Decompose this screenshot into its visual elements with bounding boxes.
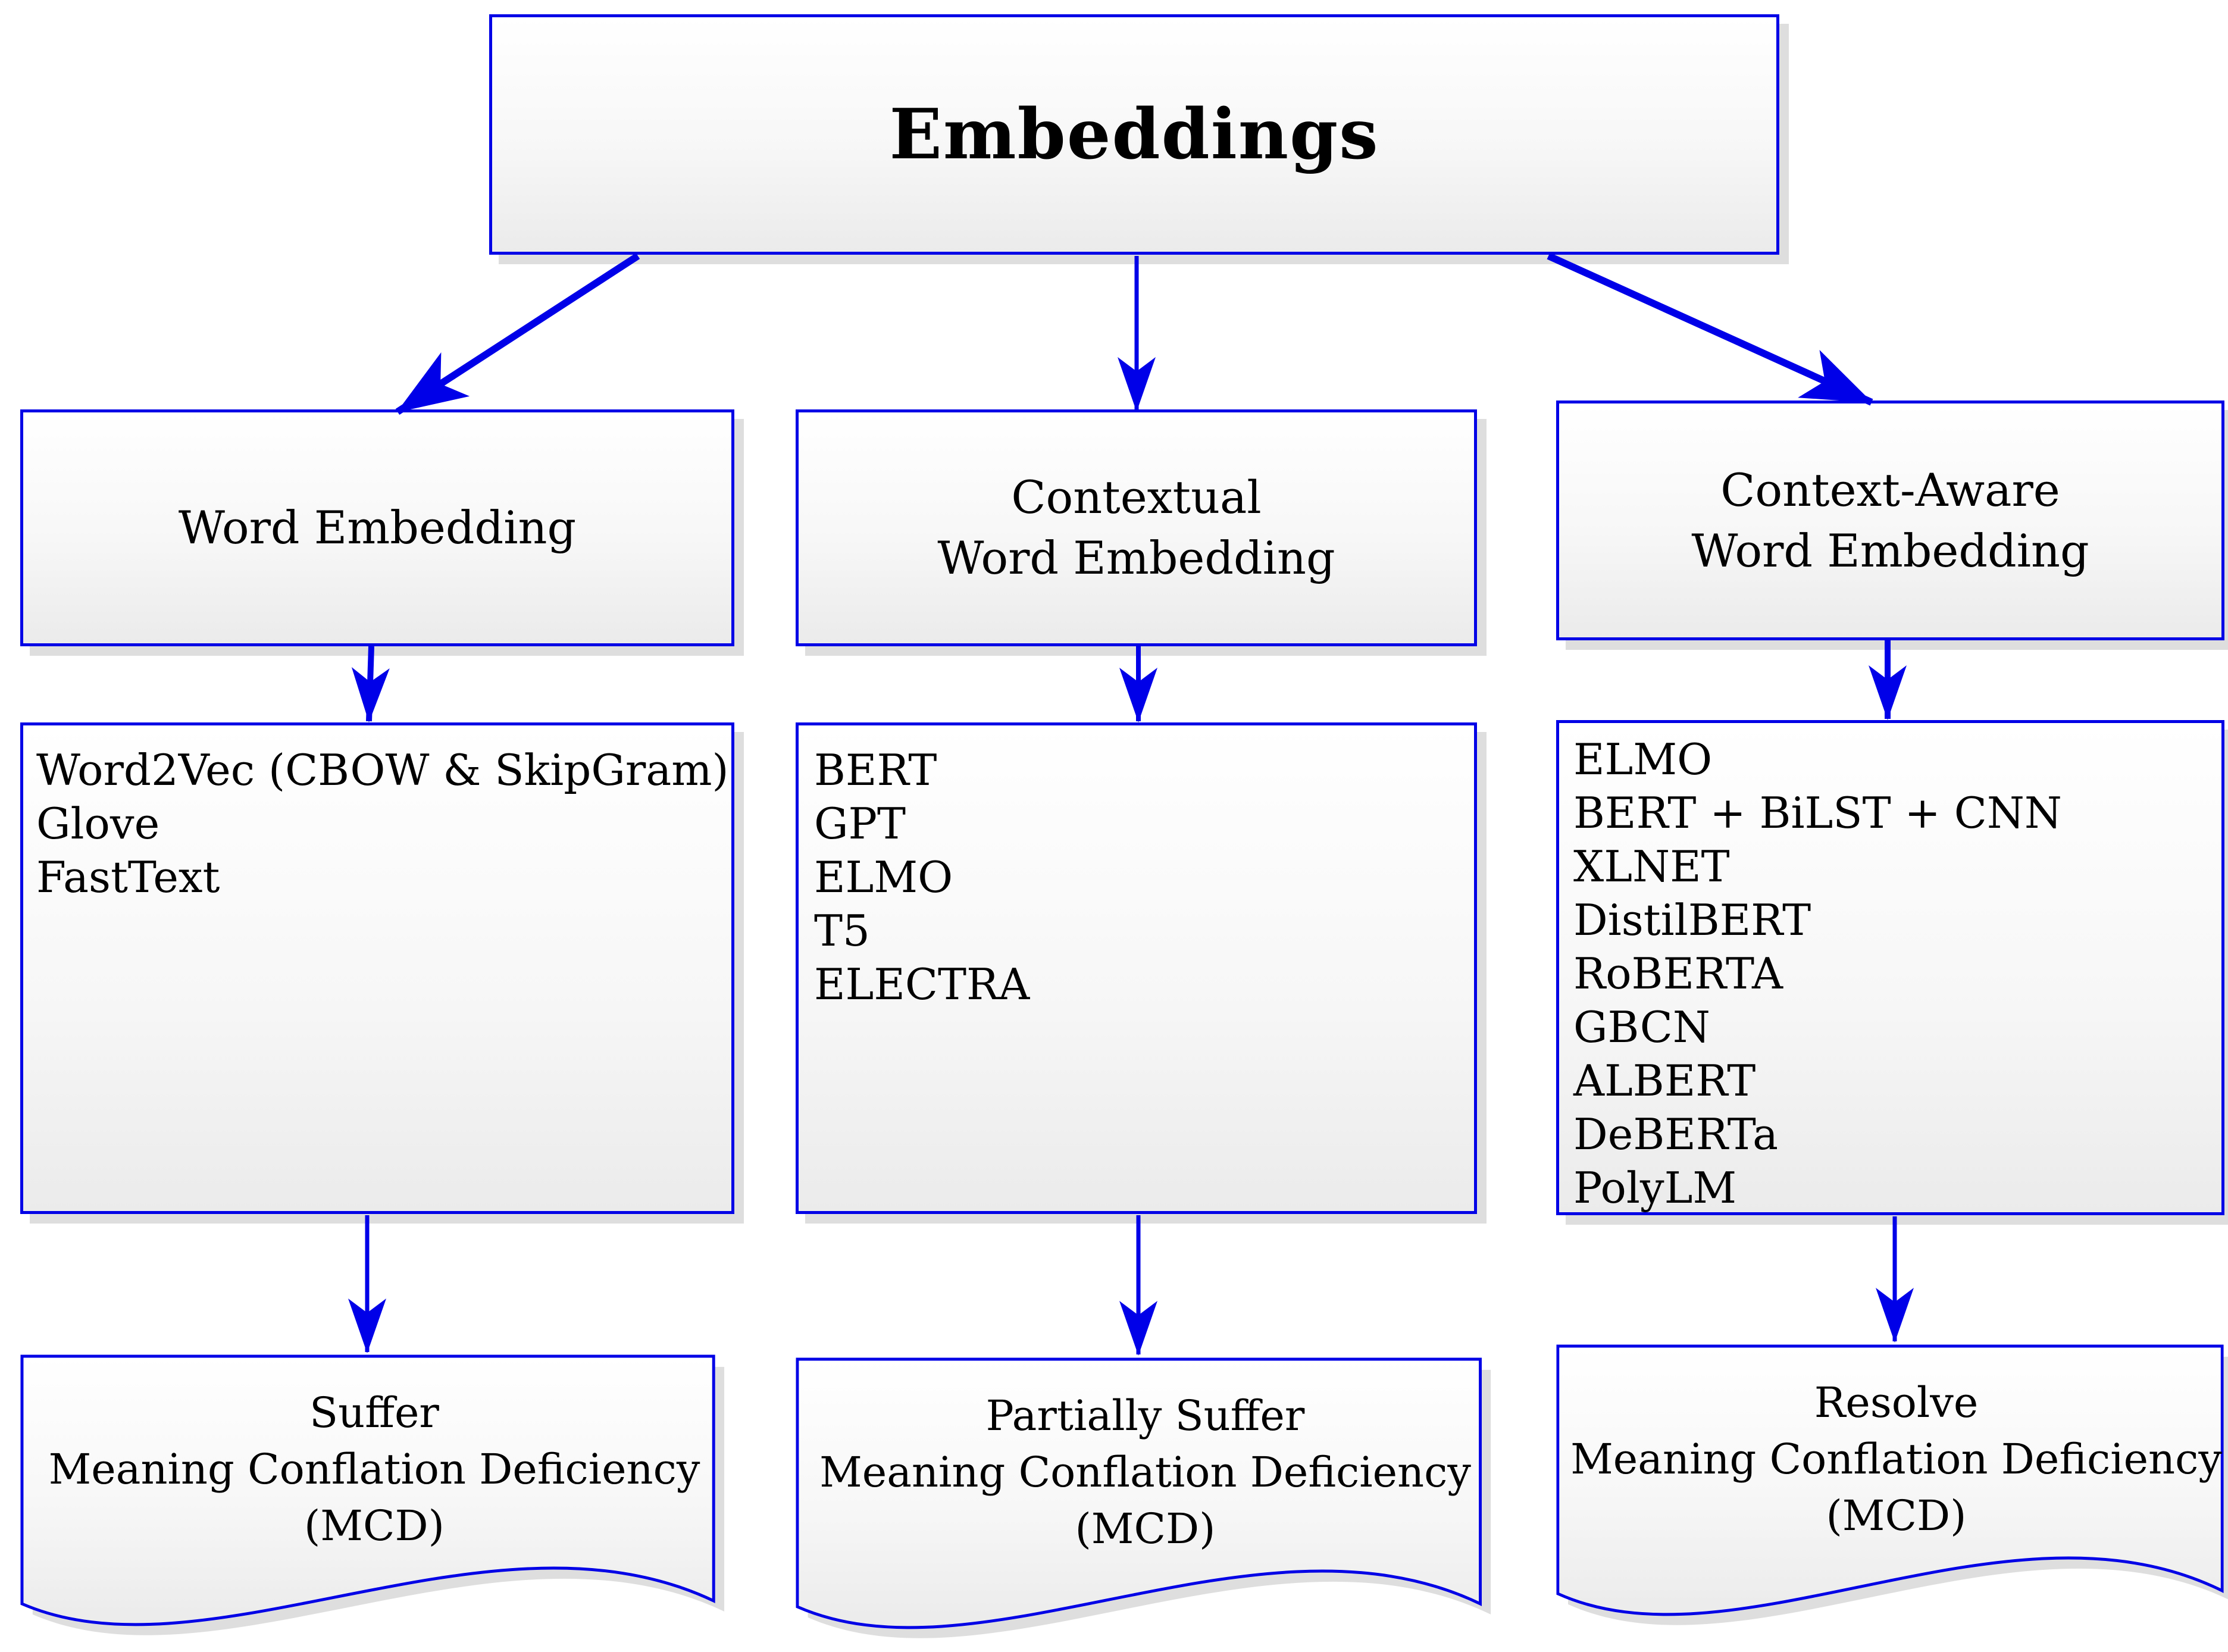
method-item: GBCN <box>1573 1002 1710 1052</box>
outcome-line: (MCD) <box>1826 1491 1967 1540</box>
node-resolve-mcd: Resolve Meaning Conflation Deficiency (M… <box>1556 1344 2228 1652</box>
node-word-embedding-label: Word Embedding <box>179 498 576 558</box>
method-item: ELECTRA <box>814 959 1030 1009</box>
outcome-line: Suffer <box>309 1388 439 1437</box>
node-contextual-word-embedding: Contextual Word Embedding <box>796 409 1477 646</box>
outcome-line: (MCD) <box>304 1501 445 1550</box>
outcome-label: Resolve Meaning Conflation Deficiency (M… <box>1556 1375 2228 1544</box>
category-line: Word Embedding <box>178 501 577 554</box>
method-item: RoBERTA <box>1573 949 1783 999</box>
method-item: ALBERT <box>1573 1056 1756 1106</box>
category-line: Word Embedding <box>1691 524 2089 577</box>
arrow-word-embedding-to-methods <box>351 646 390 722</box>
outcome-label: Suffer Meaning Conflation Deficiency (MC… <box>20 1385 728 1554</box>
arrow-root-to-context-aware <box>1547 252 1873 406</box>
method-item: DeBERTa <box>1573 1109 1779 1159</box>
method-item: XLNET <box>1573 841 1730 891</box>
arrow-root-to-word-embedding <box>395 252 640 415</box>
method-item: BERT + BiLST + CNN <box>1573 788 2062 838</box>
node-word-embedding: Word Embedding <box>20 409 734 646</box>
node-embeddings-root: Embeddings <box>489 14 1779 255</box>
category-line: Contextual <box>1011 471 1262 524</box>
method-item: Glove <box>36 799 160 849</box>
document-shape <box>20 1354 725 1635</box>
node-contextual-methods: BERT GPT ELMO T5 ELECTRA <box>796 722 1477 1214</box>
method-item: Word2Vec (CBOW & SkipGram) <box>36 745 729 795</box>
method-item: T5 <box>814 906 870 956</box>
node-suffer-mcd: Suffer Meaning Conflation Deficiency (MC… <box>20 1354 728 1652</box>
method-item: PolyLM <box>1573 1163 1737 1213</box>
method-item: ELMO <box>1573 734 1713 784</box>
node-context-aware-word-embedding-label: Context-Aware Word Embedding <box>1691 460 2089 581</box>
node-context-aware-methods: ELMO BERT + BiLST + CNN XLNET DistilBERT… <box>1556 720 2224 1215</box>
outcome-label: Partially Suffer Meaning Conflation Defi… <box>796 1388 1495 1557</box>
outcome-line: Meaning Conflation Deficiency <box>819 1448 1471 1497</box>
document-shape <box>796 1357 1491 1638</box>
node-partially-suffer-mcd: Partially Suffer Meaning Conflation Defi… <box>796 1357 1495 1652</box>
method-item: DistilBERT <box>1573 895 1811 945</box>
outcome-line: Partially Suffer <box>985 1391 1305 1440</box>
category-line: Word Embedding <box>937 531 1335 584</box>
node-word-embedding-methods: Word2Vec (CBOW & SkipGram) Glove FastTex… <box>20 722 734 1214</box>
node-embeddings-label: Embeddings <box>889 94 1379 175</box>
method-item: FastText <box>36 852 220 902</box>
outcome-line: Resolve <box>1814 1378 1979 1427</box>
node-context-aware-word-embedding: Context-Aware Word Embedding <box>1556 401 2224 640</box>
category-line: Context-Aware <box>1720 463 2060 517</box>
method-item: BERT <box>814 745 937 795</box>
outcome-line: Meaning Conflation Deficiency <box>48 1445 700 1494</box>
method-item: ELMO <box>814 852 953 902</box>
method-item: GPT <box>814 799 906 849</box>
outcome-line: Meaning Conflation Deficiency <box>1570 1435 2222 1484</box>
node-contextual-word-embedding-label: Contextual Word Embedding <box>937 467 1335 589</box>
outcome-line: (MCD) <box>1075 1504 1216 1553</box>
document-shape <box>1556 1344 2228 1625</box>
